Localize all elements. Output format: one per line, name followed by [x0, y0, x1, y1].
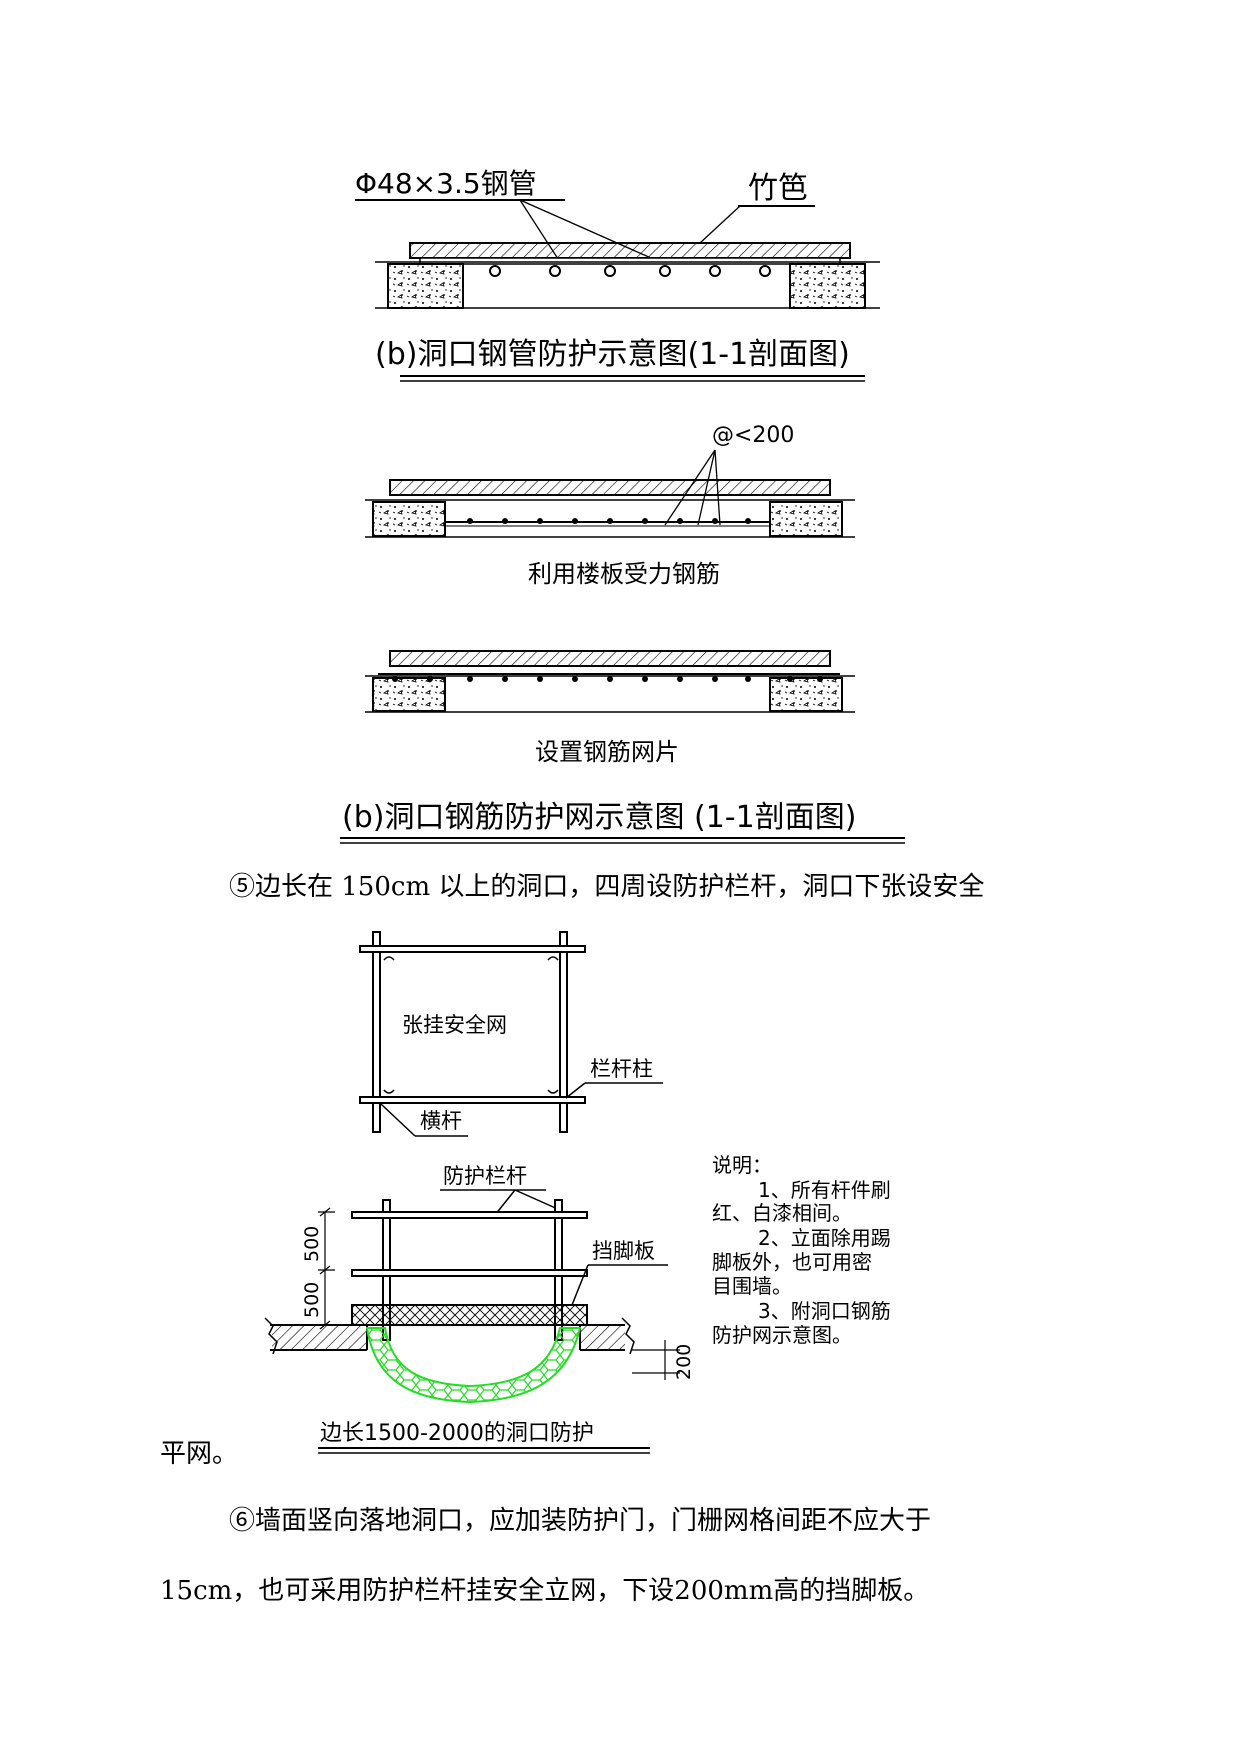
caption-railing: 边长1500-2000的洞口防护 [320, 1421, 594, 1446]
figure-pipe-protection: Φ48×3.5钢管 竹笆 (b)洞口钢管防护示意图(1-1剖面图) [355, 167, 880, 382]
paragraph-5-line-2: 平网。 [160, 1439, 239, 1469]
label-safety-net: 张挂安全网 [402, 1013, 507, 1037]
label-crossbar: 横杆 [420, 1109, 462, 1133]
note-3a: 3、附洞口钢筋 [758, 1299, 891, 1323]
label-bamboo: 竹笆 [748, 171, 808, 206]
dim-side: 200 [673, 1344, 695, 1380]
dim-upper: 500 [301, 1226, 323, 1262]
figure-railing-elevation: 防护栏杆 挡脚板 500 [264, 1164, 695, 1454]
sub-caption-rebar-mesh: 设置钢筋网片 [535, 738, 679, 766]
notes-block: 说明： 1、所有杆件刷 红、白漆相间。 2、立面除用踢 脚板外，也可用密 目围墙… [712, 1153, 891, 1347]
dim-lower: 500 [301, 1282, 323, 1318]
note-1b: 红、白漆相间。 [712, 1201, 852, 1225]
figure-rebar-protection: @<200 利用楼板受力钢筋 设置钢筋网片 [340, 423, 905, 844]
paragraph-5-line-1: ⑤边长在 150cm 以上的洞口，四周设防护栏杆，洞口下张设安全 [229, 872, 985, 902]
label-steel-pipe: Φ48×3.5钢管 [355, 167, 537, 200]
figure-railing-plan: 张挂安全网 栏杆柱 横杆 [359, 931, 663, 1137]
note-1a: 1、所有杆件刷 [758, 1178, 891, 1202]
note-2a: 2、立面除用踢 [758, 1226, 891, 1250]
label-railing-post: 栏杆柱 [590, 1057, 653, 1081]
note-2c: 目围墙。 [712, 1274, 792, 1298]
label-guard-rail: 防护栏杆 [443, 1164, 527, 1188]
caption-figure-pipe: (b)洞口钢管防护示意图(1-1剖面图) [375, 337, 850, 372]
caption-figure-rebar: (b)洞口钢筋防护网示意图 (1-1剖面图) [342, 800, 856, 835]
notes-title: 说明： [712, 1153, 772, 1177]
note-2b: 脚板外，也可用密 [712, 1250, 872, 1274]
sub-caption-slab-rebar: 利用楼板受力钢筋 [528, 560, 720, 588]
label-spacing: @<200 [712, 423, 794, 448]
note-3b: 防护网示意图。 [712, 1323, 852, 1347]
label-toe-board: 挡脚板 [592, 1239, 655, 1263]
paragraph-6-line-1: ⑥墙面竖向落地洞口，应加装防护门，门栅网格间距不应大于 [229, 1506, 932, 1536]
paragraph-6-line-2: 15cm，也可采用防护栏杆挂安全立网，下设200mm高的挡脚板。 [160, 1576, 930, 1606]
